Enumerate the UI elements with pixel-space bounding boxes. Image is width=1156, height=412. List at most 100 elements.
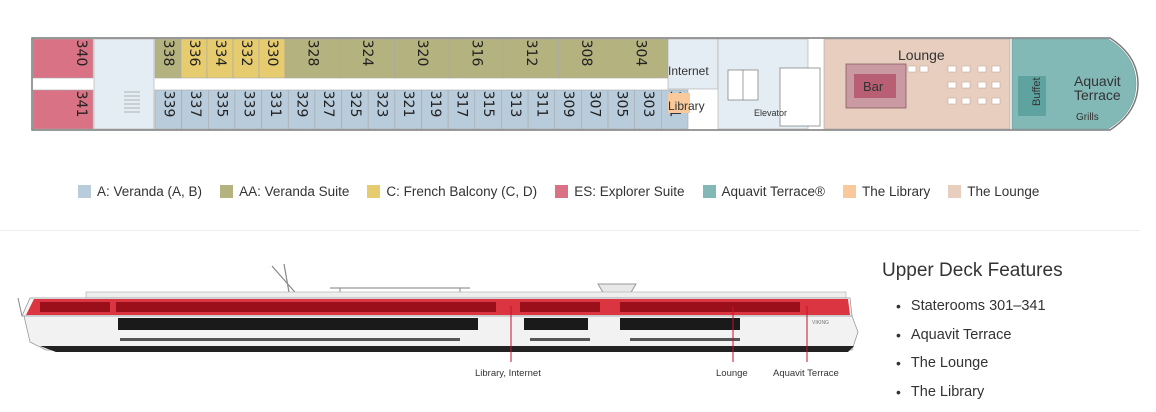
cabin-315[interactable] xyxy=(474,89,502,130)
callout-lounge: Lounge xyxy=(716,368,748,379)
legend-label: A: Veranda (A, B) xyxy=(97,184,203,199)
cabin-331[interactable] xyxy=(261,89,289,130)
upper-deck-windows xyxy=(40,302,800,312)
features-list: Staterooms 301–341 Aquavit Terrace The L… xyxy=(882,292,1063,406)
legend-label: The Lounge xyxy=(967,184,1040,199)
cabin-323[interactable] xyxy=(367,89,396,130)
legend-label: AA: Veranda Suite xyxy=(239,184,350,199)
internet-label: Internet xyxy=(668,64,709,78)
features-title: Upper Deck Features xyxy=(882,260,1063,281)
internet-area xyxy=(667,38,719,90)
feature-item: Staterooms 301–341 xyxy=(882,292,1063,321)
cabin-number: 303 xyxy=(640,91,656,118)
cabin-number: 339 xyxy=(160,91,176,118)
cabin-332[interactable] xyxy=(232,38,260,79)
cabin-number: 327 xyxy=(320,91,336,118)
lounge-seating xyxy=(907,65,1001,105)
ship-name: VIKING xyxy=(812,320,829,326)
cabin-number: 335 xyxy=(214,91,230,118)
callout-library-internet: Library, Internet xyxy=(475,368,541,379)
hull-bottom xyxy=(40,346,854,352)
legend-swatch xyxy=(702,185,716,198)
features-panel: Upper Deck Features Staterooms 301–341 A… xyxy=(882,260,1063,406)
aquavit-label-line2: Terrace xyxy=(1074,87,1121,103)
cabin-339[interactable] xyxy=(154,89,182,130)
cabin-321[interactable] xyxy=(394,89,422,130)
cabin-337[interactable] xyxy=(181,89,209,130)
cabin-330[interactable] xyxy=(258,38,286,79)
buffet-area xyxy=(1018,76,1046,116)
cabin-329[interactable] xyxy=(287,89,316,130)
cabin-338[interactable] xyxy=(154,38,182,79)
sundeck-railing xyxy=(85,291,847,299)
cabin-number: 328 xyxy=(304,40,320,67)
cabin-number: 332 xyxy=(238,40,254,67)
cabin-316[interactable] xyxy=(448,38,505,79)
cabin-number: 340 xyxy=(73,40,89,67)
cabin-333[interactable] xyxy=(234,89,262,130)
feature-item: The Lounge xyxy=(882,349,1063,378)
cabin-number: 305 xyxy=(613,91,629,118)
cabin-number: 329 xyxy=(294,91,310,118)
cabin-number: 308 xyxy=(578,40,594,67)
cabin-number: 330 xyxy=(264,40,280,67)
section-divider xyxy=(0,230,1140,231)
cabin-number: 334 xyxy=(212,40,228,67)
corridor xyxy=(118,78,664,88)
bow-flagpole xyxy=(17,297,23,317)
main-deck-portholes xyxy=(120,338,740,341)
library-label: Library xyxy=(668,99,705,113)
cabin-number: 304 xyxy=(633,40,649,67)
cabin-312[interactable] xyxy=(503,38,559,79)
cabin-327[interactable] xyxy=(314,89,342,130)
stairs-icon xyxy=(124,91,140,113)
cabin-307[interactable] xyxy=(581,89,609,130)
cabin-328[interactable] xyxy=(284,38,341,79)
legend-item-library: The Library xyxy=(843,184,930,199)
legend-swatch xyxy=(367,185,381,198)
cabin-340[interactable] xyxy=(32,38,94,79)
cabin-320[interactable] xyxy=(394,38,450,79)
feature-item: Aquavit Terrace xyxy=(882,321,1063,350)
legend-item-french-balcony: C: French Balcony (C, D) xyxy=(367,184,537,199)
library-area xyxy=(668,93,690,113)
cabin-334[interactable] xyxy=(206,38,234,79)
legend-item-lounge: The Lounge xyxy=(948,184,1039,199)
legend-label: ES: Explorer Suite xyxy=(574,184,685,199)
stairwell-aft xyxy=(93,38,155,130)
legend-swatch xyxy=(555,185,569,198)
cabin-number: 317 xyxy=(453,91,469,118)
cabin-number: 320 xyxy=(414,40,430,67)
cabin-number: 341 xyxy=(73,91,89,118)
lounge-label: Lounge xyxy=(898,47,945,63)
cabin-335[interactable] xyxy=(208,89,236,130)
cabin-341[interactable] xyxy=(32,89,94,130)
legend-label: Aquavit Terrace® xyxy=(721,184,826,199)
cabin-325[interactable] xyxy=(341,89,369,130)
cabin-number: 333 xyxy=(240,91,256,118)
cabin-317[interactable] xyxy=(447,89,476,130)
elevator-shaft xyxy=(727,67,821,127)
feature-item: The Library xyxy=(882,378,1063,407)
cabin-number: 338 xyxy=(160,40,176,67)
cabin-number: 309 xyxy=(560,91,576,118)
cabin-305[interactable] xyxy=(607,89,635,130)
cabin-309[interactable] xyxy=(554,89,582,130)
middle-deck-windows xyxy=(118,318,740,330)
legend-swatch xyxy=(843,185,856,198)
ship-profile: VIKING Library, Internet Lounge Aquavit … xyxy=(17,263,859,379)
cabin-number: 337 xyxy=(187,91,203,118)
buffet-label: Buffet xyxy=(1031,77,1043,106)
bar-counter xyxy=(854,74,896,98)
cabin-number: 313 xyxy=(507,91,523,118)
cabin-319[interactable] xyxy=(421,89,449,130)
cabin-number: 331 xyxy=(267,91,283,118)
legend-item-veranda: A: Veranda (A, B) xyxy=(78,184,202,199)
cabin-number: 312 xyxy=(523,40,539,67)
cabin-number: 319 xyxy=(427,91,443,118)
cabin-303[interactable] xyxy=(634,89,662,130)
legend-label: The Library xyxy=(862,184,931,199)
cabin-304[interactable] xyxy=(612,38,669,79)
cabin-number: 336 xyxy=(186,40,202,67)
